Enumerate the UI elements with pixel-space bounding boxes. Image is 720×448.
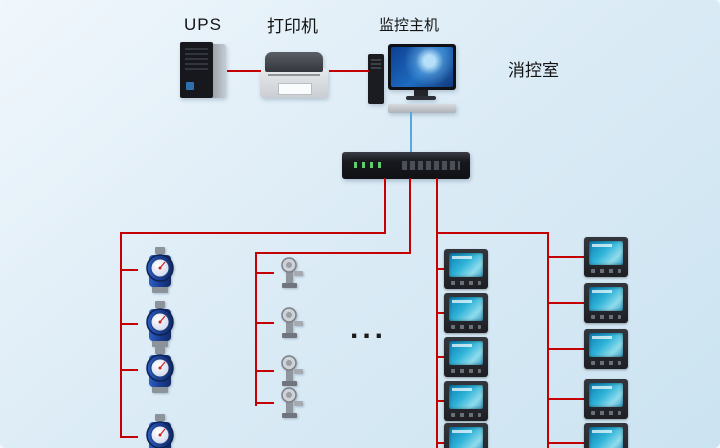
printer-device bbox=[260, 52, 328, 98]
room-label: 消控室 bbox=[508, 61, 559, 80]
power-meter-screen bbox=[449, 297, 483, 321]
printer-top-cover bbox=[265, 52, 323, 72]
power-meter bbox=[444, 337, 488, 377]
power-meter bbox=[444, 293, 488, 333]
power-meter-buttons bbox=[591, 315, 621, 319]
pc-monitor-base bbox=[406, 96, 436, 100]
inner-meter-stub bbox=[436, 400, 446, 402]
outer-meter-stub bbox=[547, 348, 586, 350]
power-meter-buttons bbox=[451, 369, 481, 373]
host-label: 监控主机 bbox=[379, 17, 440, 34]
ups-printer-line bbox=[227, 70, 261, 72]
pc-tower bbox=[368, 54, 384, 104]
power-meter-screen bbox=[589, 383, 623, 407]
water-meter-stub bbox=[120, 436, 138, 438]
water-meter-stub bbox=[120, 269, 138, 271]
printer-label: 打印机 bbox=[267, 17, 318, 36]
ups-tower bbox=[180, 42, 226, 98]
ups-side-panel bbox=[213, 44, 226, 98]
valve-sensor bbox=[272, 387, 306, 419]
power-meter bbox=[444, 423, 488, 448]
power-meter-buttons bbox=[451, 325, 481, 329]
power-meter bbox=[444, 249, 488, 289]
power-meter-buttons bbox=[591, 411, 621, 415]
power-meter-screen bbox=[589, 427, 623, 448]
valve-sensor bbox=[272, 257, 306, 289]
left-bus-line bbox=[120, 232, 122, 438]
water-meter-stub bbox=[120, 369, 138, 371]
valve-sensor bbox=[272, 355, 306, 387]
drop-line-left bbox=[384, 178, 386, 234]
power-meter bbox=[584, 329, 628, 369]
power-meter bbox=[584, 379, 628, 419]
data-concentrator bbox=[342, 152, 470, 179]
mid-branch-line bbox=[255, 252, 411, 254]
power-meter-buttons bbox=[591, 361, 621, 365]
power-meter-screen bbox=[589, 287, 623, 311]
water-meter bbox=[136, 414, 184, 448]
valve-stub bbox=[255, 272, 274, 274]
monitoring-host-pc bbox=[368, 44, 460, 114]
outer-meter-stub bbox=[547, 302, 586, 304]
right-branch-line bbox=[436, 232, 549, 234]
concentrator-ports bbox=[402, 161, 460, 170]
printer-host-line bbox=[329, 70, 369, 72]
inner-meter-stub bbox=[436, 356, 446, 358]
outer-bus-line bbox=[547, 232, 549, 448]
valve-stub bbox=[255, 322, 274, 324]
water-meter-stub bbox=[120, 323, 138, 325]
drop-line-mid bbox=[409, 178, 411, 254]
left-branch-line bbox=[120, 232, 386, 234]
power-meter-screen bbox=[589, 333, 623, 357]
water-meter bbox=[136, 347, 184, 393]
valve-sensor bbox=[272, 307, 306, 339]
power-meter bbox=[584, 283, 628, 323]
water-meter bbox=[136, 301, 184, 347]
pc-monitor-stand bbox=[414, 90, 428, 96]
valve-stub bbox=[255, 402, 274, 404]
outer-meter-stub bbox=[547, 398, 586, 400]
power-meter-screen bbox=[449, 385, 483, 409]
outer-meter-stub bbox=[547, 256, 586, 258]
pc-monitor bbox=[388, 44, 456, 90]
valve-bus-line bbox=[255, 252, 257, 406]
power-meter-buttons bbox=[591, 269, 621, 273]
power-meter bbox=[584, 423, 628, 448]
valve-stub bbox=[255, 370, 274, 372]
power-meter-buttons bbox=[451, 281, 481, 285]
power-meter-screen bbox=[449, 341, 483, 365]
outer-meter-stub bbox=[547, 442, 586, 444]
ellipsis-label: ... bbox=[350, 312, 388, 345]
power-meter bbox=[584, 237, 628, 277]
inner-meter-stub bbox=[436, 268, 446, 270]
pc-keyboard bbox=[388, 104, 456, 113]
inner-meter-stub bbox=[436, 312, 446, 314]
pc-screen bbox=[391, 47, 453, 87]
inner-meter-stub bbox=[436, 442, 446, 444]
host-concentrator-uplink bbox=[410, 112, 412, 152]
power-meter-buttons bbox=[451, 413, 481, 417]
concentrator-leds bbox=[354, 162, 384, 168]
power-meter bbox=[444, 381, 488, 421]
power-meter-screen bbox=[589, 241, 623, 265]
printer-paper-tray bbox=[278, 83, 312, 95]
power-meter-screen bbox=[449, 427, 483, 448]
power-meter-screen bbox=[449, 253, 483, 277]
ups-label: UPS bbox=[184, 15, 222, 34]
water-meter bbox=[136, 247, 184, 293]
ups-front-panel bbox=[180, 42, 213, 98]
